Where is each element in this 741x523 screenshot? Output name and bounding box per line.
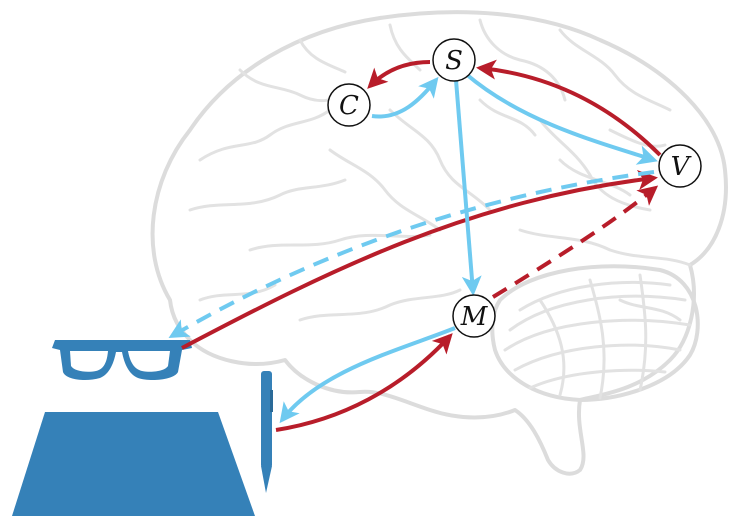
arrow-s-to-m — [454, 79, 482, 296]
pen-icon — [261, 371, 273, 493]
paper-sheet-icon — [12, 412, 255, 516]
node-c: C — [327, 83, 371, 127]
brain-outline — [150, 10, 728, 476]
glasses-icon — [52, 340, 192, 380]
arrows-blue — [168, 72, 658, 424]
arrow-c-to-s — [371, 76, 439, 119]
arrow-v-to-glasses-dashed — [168, 170, 655, 339]
arrows-red — [181, 59, 662, 432]
node-s-label: S — [445, 46, 463, 76]
node-c-label: C — [339, 91, 359, 121]
arrow-s-to-v — [464, 72, 658, 165]
arrow-v-to-s — [476, 59, 662, 157]
node-s: S — [432, 38, 476, 82]
node-m: M — [452, 294, 496, 338]
arrow-s-to-c — [367, 60, 431, 89]
arrow-glasses-to-v — [181, 169, 658, 350]
node-v-label: V — [671, 152, 692, 182]
arrow-pen-to-m — [275, 333, 453, 432]
node-v: V — [658, 144, 702, 188]
arrow-m-to-pen — [279, 326, 456, 424]
node-m-label: M — [460, 302, 489, 332]
